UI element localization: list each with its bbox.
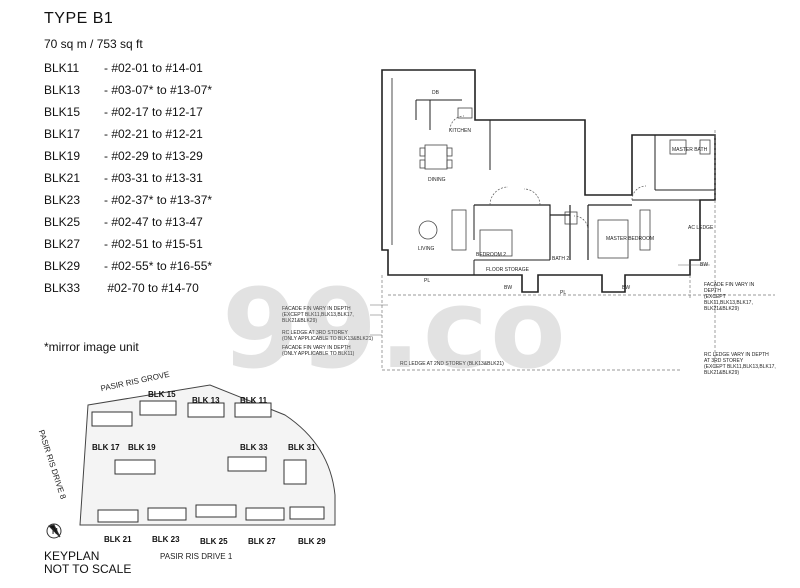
note-facade: BLK11,BLK13,BLK17, xyxy=(704,300,753,306)
unit-range: - #02-21 to #12-21 xyxy=(104,127,203,141)
unit-row: BLK19 - #02-29 to #13-29 xyxy=(44,145,212,167)
note-facade: BLK21&BLK29) xyxy=(704,306,740,312)
unit-range: - #02-37* to #13-37* xyxy=(104,193,213,207)
unit-row: BLK23 - #02-37* to #13-37* xyxy=(44,189,212,211)
note-facade: FACADE FIN VARY IN DEPTH xyxy=(282,306,351,312)
unit-block: BLK25 xyxy=(44,215,81,229)
unit-range: - #02-47 to #13-47 xyxy=(104,215,203,229)
block-label: BLK 29 xyxy=(298,537,326,546)
keyplan-scale: NOT TO SCALE xyxy=(44,562,132,576)
floor-plan xyxy=(370,69,775,371)
note-facade: (ONLY APPLICABLE TO BLK11) xyxy=(282,351,355,357)
room-ac-ledge: AC LEDGE xyxy=(688,225,714,231)
unit-block: BLK17 xyxy=(44,127,81,141)
unit-block: BLK13 xyxy=(44,83,81,97)
room-living: LIVING xyxy=(418,246,435,252)
unit-row: BLK13 - #03-07* to #13-07* xyxy=(44,79,212,101)
note-facade: (EXCEPT BLK11,BLK13,BLK17, xyxy=(282,312,354,318)
unit-type-title: TYPE B1 xyxy=(44,10,114,27)
note-rc-ledge: RC LEDGE AT 3RD STOREY xyxy=(282,330,348,336)
unit-list: BLK11 - #02-01 to #14-01 BLK13 - #03-07* t… xyxy=(44,57,212,299)
block-label: BLK 31 xyxy=(288,443,316,452)
unit-block: BLK21 xyxy=(44,171,81,185)
unit-range: - #02-55* to #16-55* xyxy=(104,259,213,273)
unit-block: BLK27 xyxy=(44,237,81,251)
block-label: BLK 23 xyxy=(152,535,180,544)
note-facade: (EXCEPT xyxy=(704,294,726,300)
keyplan-map xyxy=(46,384,336,539)
unit-range: - #03-31 to #13-31 xyxy=(104,171,203,185)
room-pl: PL xyxy=(424,278,431,284)
unit-row: BLK21 - #03-31 to #13-31 xyxy=(44,167,212,189)
north-arrow-label: N xyxy=(52,527,58,536)
block-label: BLK 17 xyxy=(92,443,120,452)
mirror-note: *mirror image unit xyxy=(44,340,139,354)
street-pasir-ris-drive-1: PASIR RIS DRIVE 1 xyxy=(160,552,233,561)
note-rc-ledge: BLK21&BLK29) xyxy=(704,370,740,376)
room-pl: PL xyxy=(560,290,567,296)
unit-area: 70 sq m / 753 sq ft xyxy=(44,37,143,51)
note-rc-ledge: (ONLY APPLICABLE TO BLK13&BLK21) xyxy=(282,336,374,342)
room-db: DB xyxy=(432,90,439,96)
unit-block: BLK29 xyxy=(44,259,81,273)
block-label: BLK 27 xyxy=(248,537,276,546)
unit-row: BLK27 - #02-51 to #15-51 xyxy=(44,233,212,255)
unit-block: BLK19 xyxy=(44,149,81,163)
unit-block: BLK33 xyxy=(44,281,81,295)
note-facade: BLK21&BLK29) xyxy=(282,318,318,324)
unit-row: BLK15 - #02-17 to #12-17 xyxy=(44,101,212,123)
room-master-bedroom: MASTER BEDROOM xyxy=(606,236,655,242)
room-bw: BW xyxy=(622,285,631,291)
block-label: BLK 33 xyxy=(240,443,268,452)
note-facade: DEPTH xyxy=(704,288,721,294)
room-bath-2: BATH 2 xyxy=(552,256,570,262)
unit-block: BLK15 xyxy=(44,105,81,119)
room-bw: BW xyxy=(504,285,513,291)
unit-row: BLK25 - #02-47 to #13-47 xyxy=(44,211,212,233)
unit-range: - #02-51 to #15-51 xyxy=(104,237,203,251)
unit-range: - #02-01 to #14-01 xyxy=(104,61,203,75)
note-facade: FACADE FIN VARY IN xyxy=(704,282,755,288)
unit-range: - #02-17 to #12-17 xyxy=(104,105,203,119)
unit-row: BLK17 - #02-21 to #12-21 xyxy=(44,123,212,145)
room-kitchen: KITCHEN xyxy=(449,128,471,134)
unit-range: - #02-29 to #13-29 xyxy=(104,149,203,163)
unit-row: BLK11 - #02-01 to #14-01 xyxy=(44,57,212,79)
block-label: BLK 19 xyxy=(128,443,156,452)
note-rc-ledge: (EXCEPT BLK11,BLK13,BLK17, xyxy=(704,364,776,370)
room-bedroom-2: BEDROOM 2 xyxy=(476,252,507,258)
note-rc-ledge: AT 3RD STOREY xyxy=(704,358,744,364)
unit-row: BLK29 - #02-55* to #16-55* xyxy=(44,255,212,277)
block-label: BLK 21 xyxy=(104,535,132,544)
note-facade: FACADE FIN VARY IN DEPTH xyxy=(282,345,351,351)
block-label: BLK 13 xyxy=(192,396,220,405)
room-bw: BW xyxy=(700,262,709,268)
block-label: BLK 25 xyxy=(200,537,228,546)
unit-range: #02-70 to #14-70 xyxy=(104,281,199,295)
keyplan-label: KEYPLAN NOT TO SCALE xyxy=(44,550,131,576)
block-label: BLK 15 xyxy=(148,390,176,399)
room-master-bath: MASTER BATH xyxy=(672,147,708,153)
room-floor-storage: FLOOR STORAGE xyxy=(486,267,529,273)
block-label: BLK 11 xyxy=(240,396,268,405)
keyplan-title: KEYPLAN xyxy=(44,549,100,563)
note-rc-ledge: RC LEDGE VARY IN DEPTH xyxy=(704,352,769,358)
unit-block: BLK23 xyxy=(44,193,81,207)
room-dining: DINING xyxy=(428,177,446,183)
unit-block: BLK11 xyxy=(44,61,80,75)
note-rc-ledge: RC LEDGE AT 2ND STOREY (BLK13&BLK21) xyxy=(400,361,504,367)
unit-row: BLK33 #02-70 to #14-70 xyxy=(44,277,212,299)
unit-range: - #03-07* to #13-07* xyxy=(104,83,213,97)
